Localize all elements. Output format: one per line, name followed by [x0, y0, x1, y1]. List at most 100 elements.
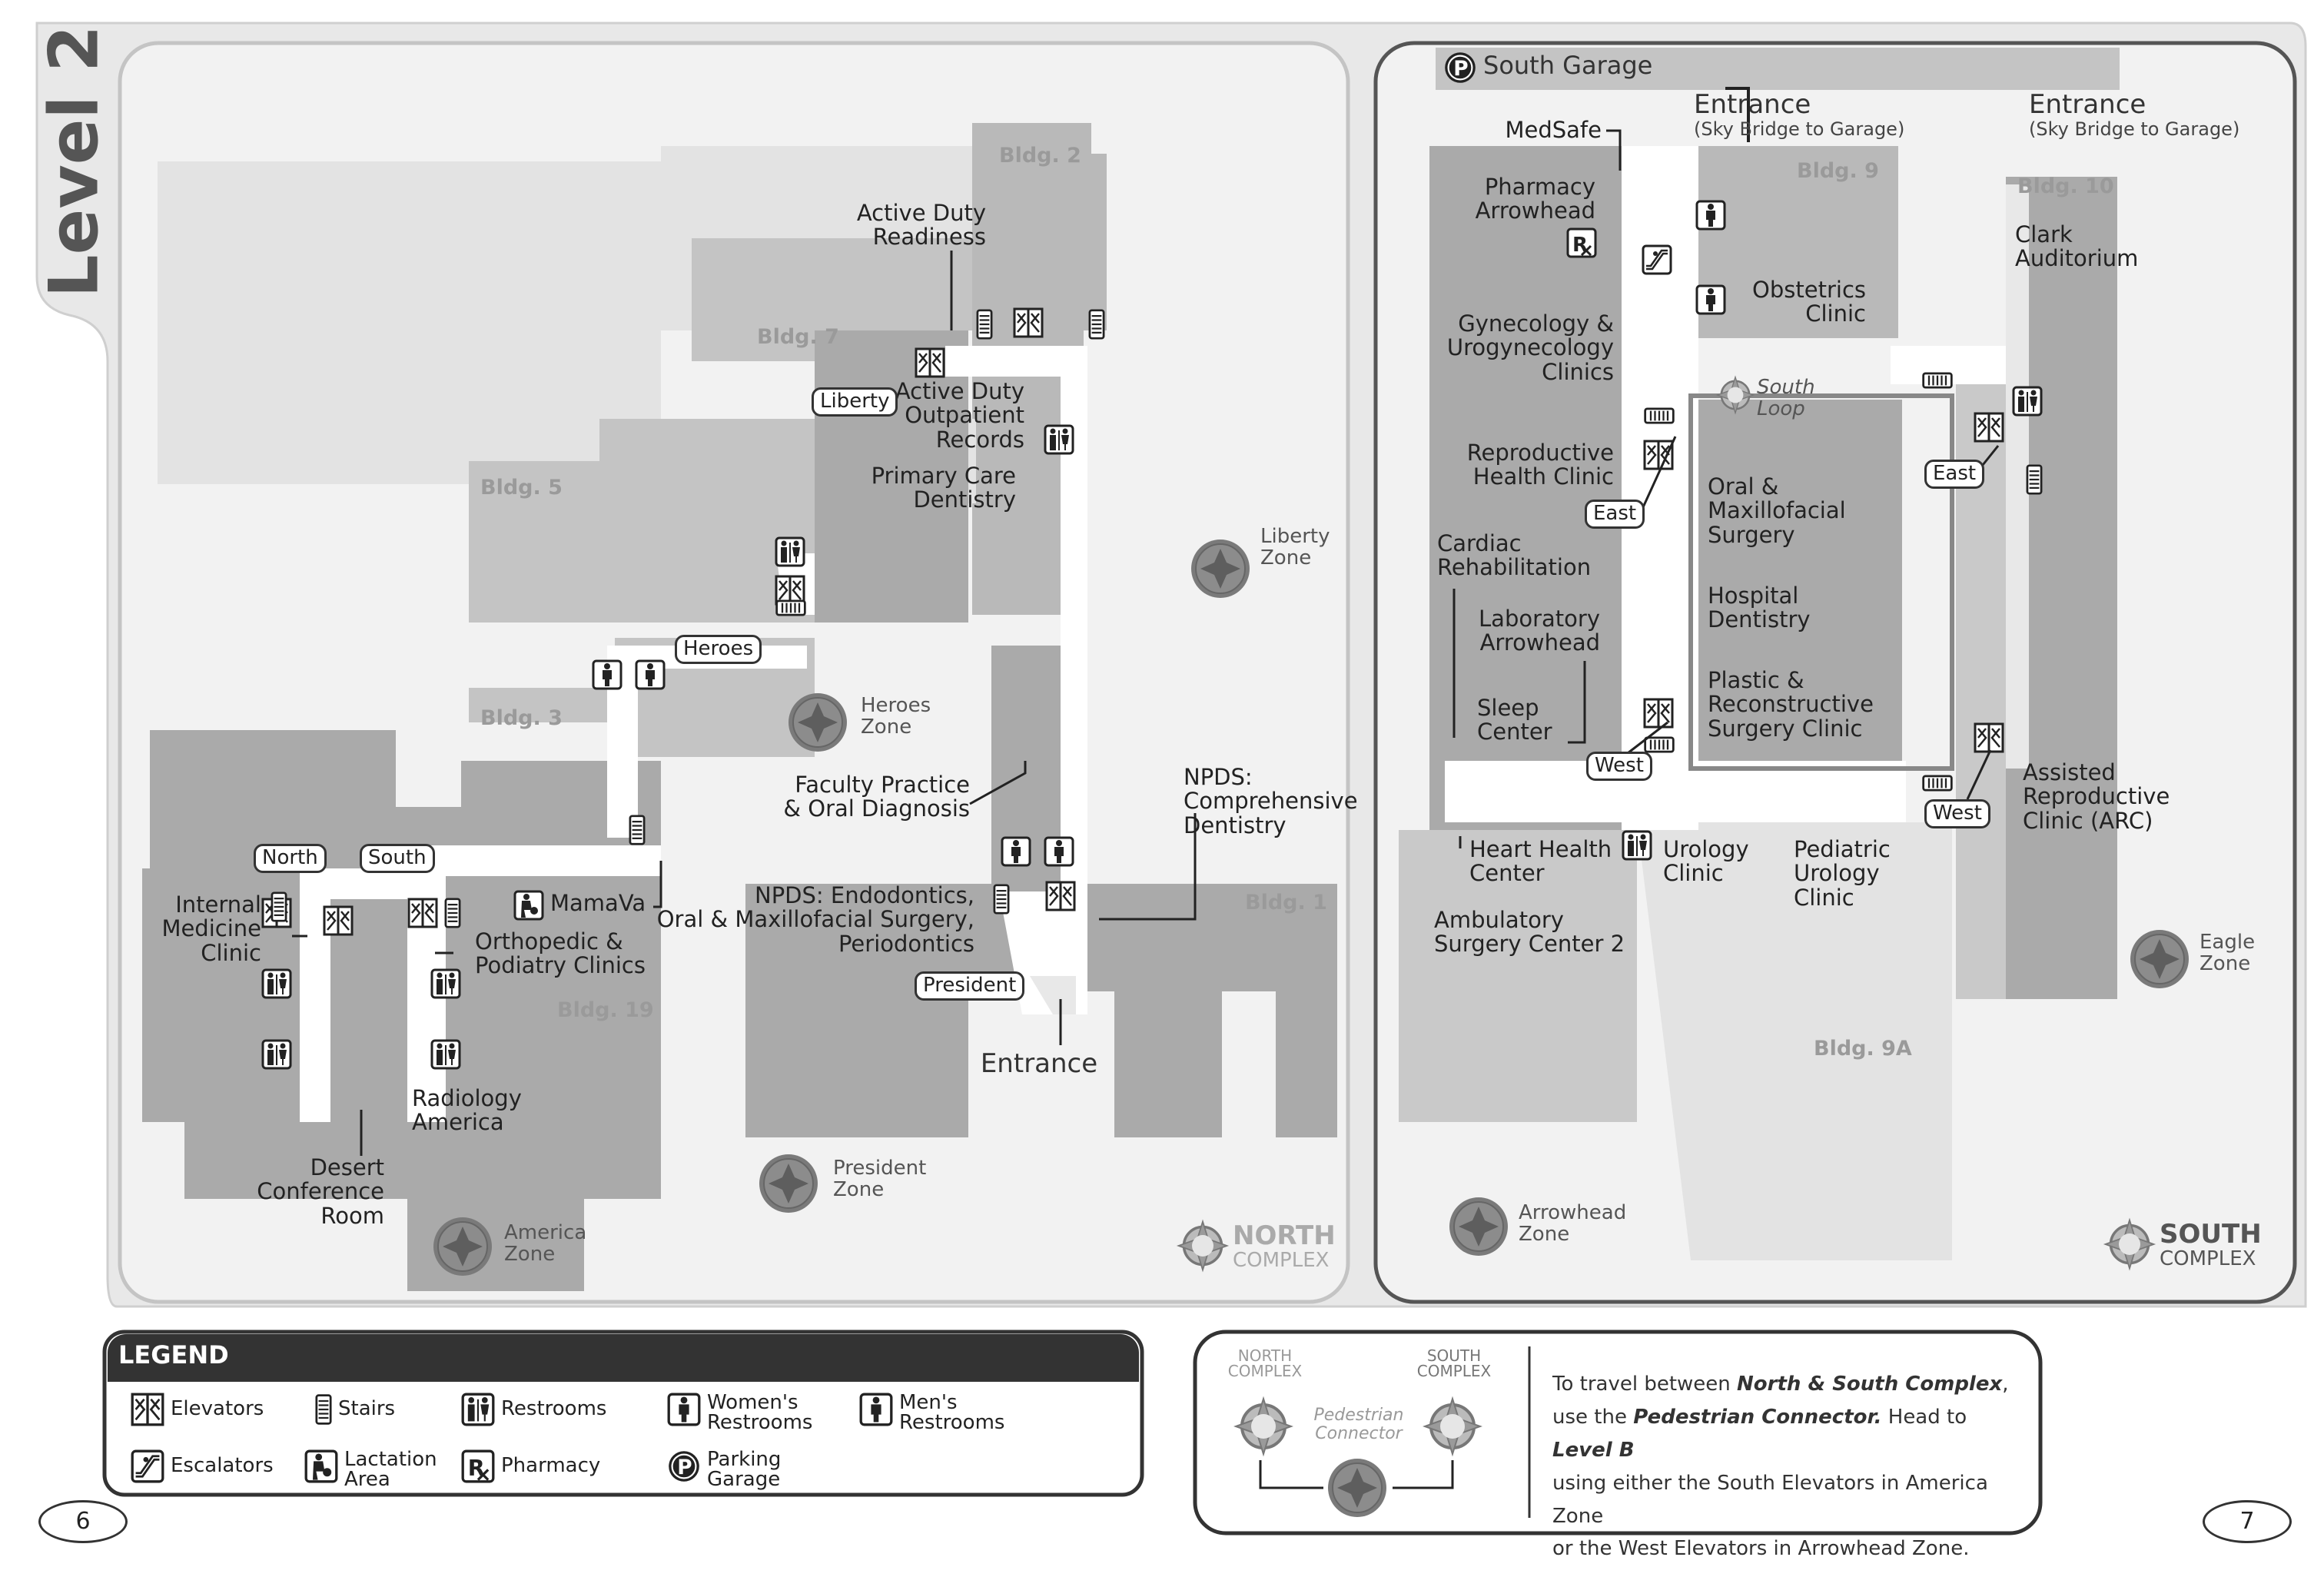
stairs-icon [2026, 464, 2043, 495]
south-complex-subtitle: COMPLEX [2160, 1247, 2256, 1270]
restrooms-icon [461, 1393, 495, 1426]
elevator-tag-east[interactable]: East [1585, 500, 1645, 529]
restroom-person-icon [635, 659, 666, 690]
legend-header: LEGEND [108, 1334, 1139, 1382]
restrooms-icon [261, 968, 292, 999]
elevator-tag-liberty[interactable]: Liberty [812, 387, 898, 417]
building-label: Bldg. 7 [757, 325, 839, 349]
connector-text-part: To travel between [1552, 1373, 1738, 1396]
womens-restroom-icon [667, 1393, 701, 1426]
legend-item-label: Stairs [338, 1397, 396, 1420]
elevator-icon [1974, 722, 2004, 753]
connector-text-part: ,use the [1552, 1373, 2009, 1429]
stairs-icon [976, 309, 993, 340]
restroom-person-icon [1001, 836, 1031, 867]
legend-item-label: Pharmacy [501, 1454, 601, 1477]
building-label: Bldg. 1 [1245, 891, 1327, 915]
elevator-icon [131, 1393, 164, 1426]
mens-restroom-icon [859, 1393, 893, 1426]
elevator-icon [407, 898, 438, 928]
elevator-tag-heroes[interactable]: Heroes [675, 635, 762, 664]
page-number-left: 6 [38, 1500, 128, 1543]
page-title: Level 2 [34, 25, 114, 298]
elevator-tag-west[interactable]: West [1924, 799, 1990, 828]
zone-emblem-icon [433, 1217, 493, 1277]
parking-icon [668, 1450, 700, 1482]
leader-line [1642, 436, 1677, 508]
elevator-tag-north[interactable]: North [254, 844, 327, 873]
restrooms-icon [261, 1039, 292, 1070]
connector-arrow [1259, 1460, 1323, 1489]
building-label: Bldg. 9A [1814, 1037, 1912, 1061]
pharmacy-icon [1566, 227, 1597, 258]
building-label: Bldg. 5 [480, 476, 563, 500]
elevator-tag-south[interactable]: South [360, 844, 435, 873]
restrooms-icon [775, 536, 805, 567]
elevator-icon [1643, 698, 1674, 729]
lactation-icon [513, 890, 544, 921]
medsafe-label: MedSafe [1505, 117, 1602, 143]
lactation-icon [304, 1449, 338, 1483]
stairs-icon [629, 815, 646, 845]
restrooms-icon [1622, 830, 1652, 861]
escalator-icon [1642, 244, 1672, 275]
mamava-label: MamaVa [550, 890, 646, 916]
south-complex-title: SOUTH [2160, 1219, 2262, 1250]
leader-line [969, 761, 1027, 805]
connector-instructions: To travel between North & South Complex,… [1552, 1368, 2021, 1565]
north-floorplan [142, 123, 1337, 1291]
pedestrian-connector-icon [1327, 1458, 1387, 1518]
connector-text-part: Level B [1552, 1438, 1635, 1462]
stairs-icon [775, 599, 806, 616]
connector-text-part: using either the South Elevators in Amer… [1552, 1471, 1988, 1561]
building-label: Bldg. 2 [999, 144, 1081, 168]
connector-arrow [1393, 1460, 1454, 1489]
south-entrance-subtitle: (Sky Bridge to Garage) [2029, 118, 2240, 140]
building-label: Bldg. 19 [557, 998, 654, 1022]
elevator-tag-president[interactable]: President [915, 971, 1025, 1001]
restroom-person-icon [1695, 200, 1726, 231]
stairs-icon [1088, 309, 1105, 340]
escalator-icon [131, 1449, 164, 1483]
restrooms-icon [430, 1039, 461, 1070]
npds-endodontics-label: NPDS: Endodontics,Oral & Maxillofacial S… [656, 882, 974, 957]
elevator-tag-west[interactable]: West [1586, 752, 1652, 781]
south-garage-label: South Garage [1483, 51, 1653, 80]
page-number-right: 7 [2203, 1500, 2292, 1543]
restrooms-icon [430, 968, 461, 999]
connector-text-part: Head to [1881, 1405, 1967, 1429]
zone-emblem-icon [788, 692, 848, 752]
restrooms-icon [1044, 424, 1074, 455]
south-floorplan [1399, 48, 2120, 1260]
stairs-icon [1644, 407, 1675, 424]
elevator-tag-east[interactable]: East [1924, 460, 1985, 489]
restroom-person-icon [1044, 836, 1074, 867]
leader-line [1568, 661, 1586, 744]
stairs-icon [444, 898, 461, 928]
legend-title: LEGEND [118, 1340, 229, 1370]
